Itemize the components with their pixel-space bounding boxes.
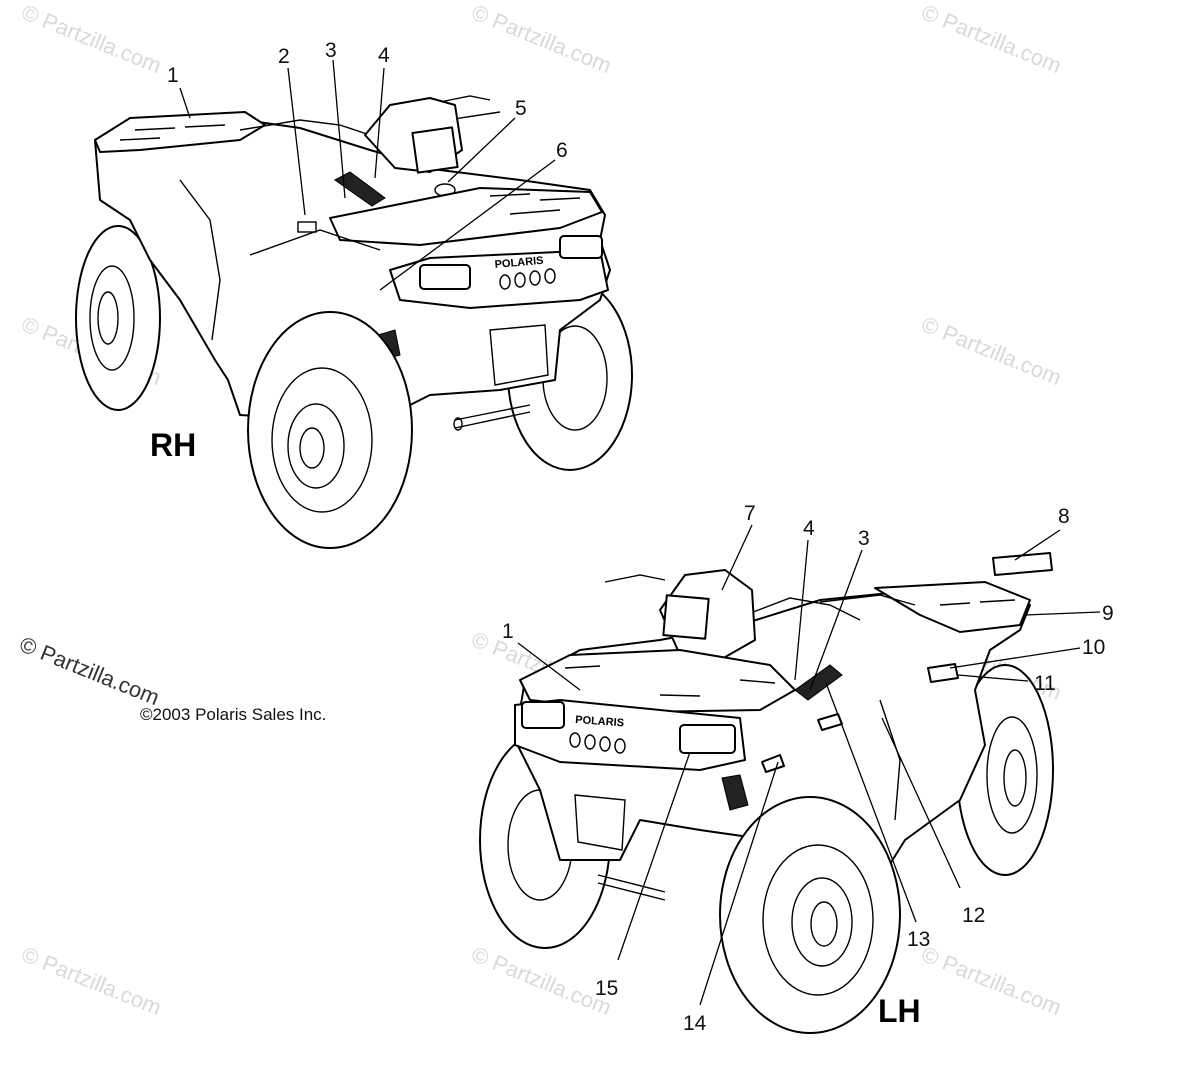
fascia-holes-lh — [569, 732, 626, 754]
decal-8-lh — [992, 552, 1053, 576]
decal-14-lh — [761, 754, 785, 773]
watermark: © Partzilla.com — [918, 0, 1065, 78]
brand-plate-lh: POLARIS — [575, 714, 625, 729]
callouts-lh: 7 4 3 8 9 10 11 1 12 13 15 14 — [502, 502, 1114, 1035]
callout-13-lh: 13 — [907, 928, 930, 951]
atv-lh-illustration: POLARIS — [479, 552, 1054, 1034]
callout-3-rh: 3 — [325, 39, 337, 62]
watermark-dark: © Partzilla.com — [16, 631, 163, 710]
headlamp-left-rh — [419, 264, 471, 290]
fender-line-rh — [179, 179, 221, 341]
callouts-rh: 1 2 3 4 5 6 — [167, 39, 568, 162]
watermark: © Partzilla.com — [918, 311, 1065, 390]
callout-3-lh: 3 — [858, 527, 870, 550]
rack-slots-rh — [119, 124, 226, 141]
rack-slots-lh — [939, 599, 1016, 606]
front-rack-slots-rh — [489, 193, 581, 215]
headlight-lens-lh — [662, 594, 710, 640]
watermark: © Partzilla.com — [18, 0, 165, 78]
leader-lines-lh — [517, 524, 1101, 1006]
front-grille-rh — [489, 324, 549, 386]
near-front-wheel-lh — [719, 796, 901, 1034]
callout-15-lh: 15 — [595, 977, 618, 1000]
front-rack-slots-lh — [564, 665, 776, 697]
vent-decal-rh — [334, 171, 386, 207]
fender-line-lh — [879, 699, 901, 821]
side-label-rh: RH — [150, 427, 196, 463]
side-decal-rh — [297, 221, 317, 233]
vent-decal-lh — [794, 664, 843, 701]
front-bumper-lh — [597, 874, 666, 901]
headlamp-right-rh — [559, 235, 603, 259]
callout-4-rh: 4 — [378, 44, 390, 67]
front-bumper-rh — [454, 404, 531, 429]
watermark: © Partzilla.com — [18, 941, 165, 1020]
callout-12-lh: 12 — [962, 904, 985, 927]
decal-11-lh — [927, 663, 959, 683]
callout-11-lh: 11 — [1034, 672, 1056, 695]
copyright-notice: ©2003 Polaris Sales Inc. — [140, 705, 326, 724]
callout-6-rh: 6 — [556, 139, 568, 162]
callout-9-lh: 9 — [1102, 602, 1114, 625]
callout-1-rh: 1 — [167, 64, 179, 87]
near-front-wheel-rh — [247, 311, 413, 549]
headlamp-right-lh — [679, 724, 736, 754]
callout-2-rh: 2 — [278, 45, 290, 68]
rear-rack-lh — [874, 581, 1031, 633]
front-grille-lh — [574, 794, 626, 851]
watermark: © Partzilla.com — [468, 941, 615, 1020]
headlight-lens-rh — [411, 126, 459, 174]
callout-14-lh: 14 — [683, 1012, 707, 1035]
callout-8-lh: 8 — [1058, 505, 1070, 528]
callout-5-rh: 5 — [515, 97, 527, 120]
side-panel-line-rh — [249, 229, 381, 256]
shock-spring-lh — [721, 774, 749, 811]
atv-rh-illustration: POLARIS — [75, 95, 633, 549]
rear-rack-rh — [94, 111, 266, 153]
callout-4-lh: 4 — [803, 517, 815, 540]
callout-1-lh: 1 — [502, 620, 514, 643]
brand-plate-rh: POLARIS — [494, 255, 544, 271]
fascia-holes-rh — [499, 268, 556, 290]
headlamp-left-lh — [521, 701, 565, 729]
callout-7-lh: 7 — [744, 502, 756, 525]
rear-wheel-rh — [75, 225, 161, 411]
side-label-lh: LH — [878, 993, 921, 1029]
leader-lines-rh — [179, 59, 556, 291]
watermark: © Partzilla.com — [918, 941, 1065, 1020]
callout-10-lh: 10 — [1082, 636, 1105, 659]
watermark: © Partzilla.com — [468, 0, 615, 78]
